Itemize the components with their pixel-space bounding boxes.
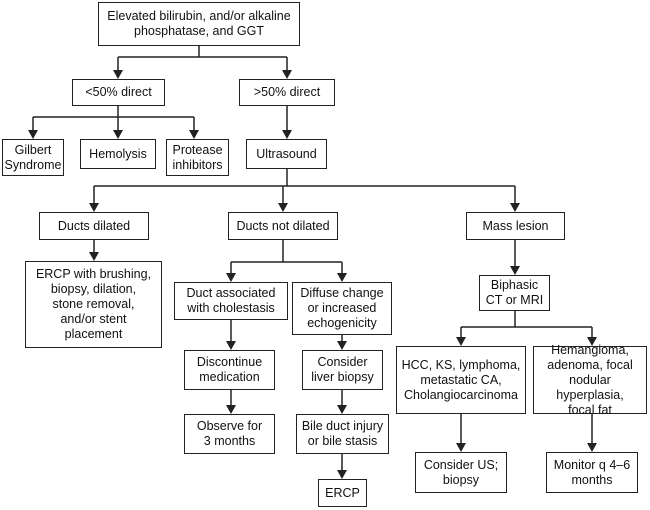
node-monitor: Monitor q 4–6 months xyxy=(546,452,638,493)
node-ultrasound: Ultrasound xyxy=(246,139,327,169)
node-consider-us-biopsy: Consider US; biopsy xyxy=(415,452,507,493)
node-observe-3-months: Observe for 3 months xyxy=(184,414,275,454)
node-bile-duct-injury: Bile duct injury or bile stasis xyxy=(296,414,389,454)
node-gilbert-syndrome: Gilbert Syndrome xyxy=(2,139,64,176)
node-hcc-ks-lymphoma: HCC, KS, lymphoma, metastatic CA, Cholan… xyxy=(396,346,526,414)
node-mass-lesion: Mass lesion xyxy=(466,212,565,240)
node-ercp: ERCP xyxy=(318,479,367,507)
node-hemolysis: Hemolysis xyxy=(80,139,156,169)
node-start: Elevated bilirubin, and/or alkaline phos… xyxy=(98,2,300,46)
node-hemangioma-adenoma: Hemangioma, adenoma, focal nodular hyper… xyxy=(533,343,647,417)
node-duct-associated-with-cholestasis: Duct associated with cholestasis xyxy=(174,282,288,320)
node-diffuse-change: Diffuse change or increased echogenicity xyxy=(292,282,392,335)
node-ducts-not-dilated: Ducts not dilated xyxy=(228,212,338,240)
node-biphasic-ct-or-mri: Biphasic CT or MRI xyxy=(479,275,550,311)
node-discontinue-medication: Discontinue medication xyxy=(184,350,275,390)
node-consider-liver-biopsy: Consider liver biopsy xyxy=(302,350,383,390)
node-protease-inhibitors: Protease inhibitors xyxy=(166,139,229,176)
node-less-than-50-direct: <50% direct xyxy=(72,79,165,106)
node-ercp-with-brushing: ERCP with brushing, biopsy, dilation, st… xyxy=(25,261,162,348)
node-greater-than-50-direct: >50% direct xyxy=(239,79,335,106)
node-ducts-dilated: Ducts dilated xyxy=(39,212,149,240)
